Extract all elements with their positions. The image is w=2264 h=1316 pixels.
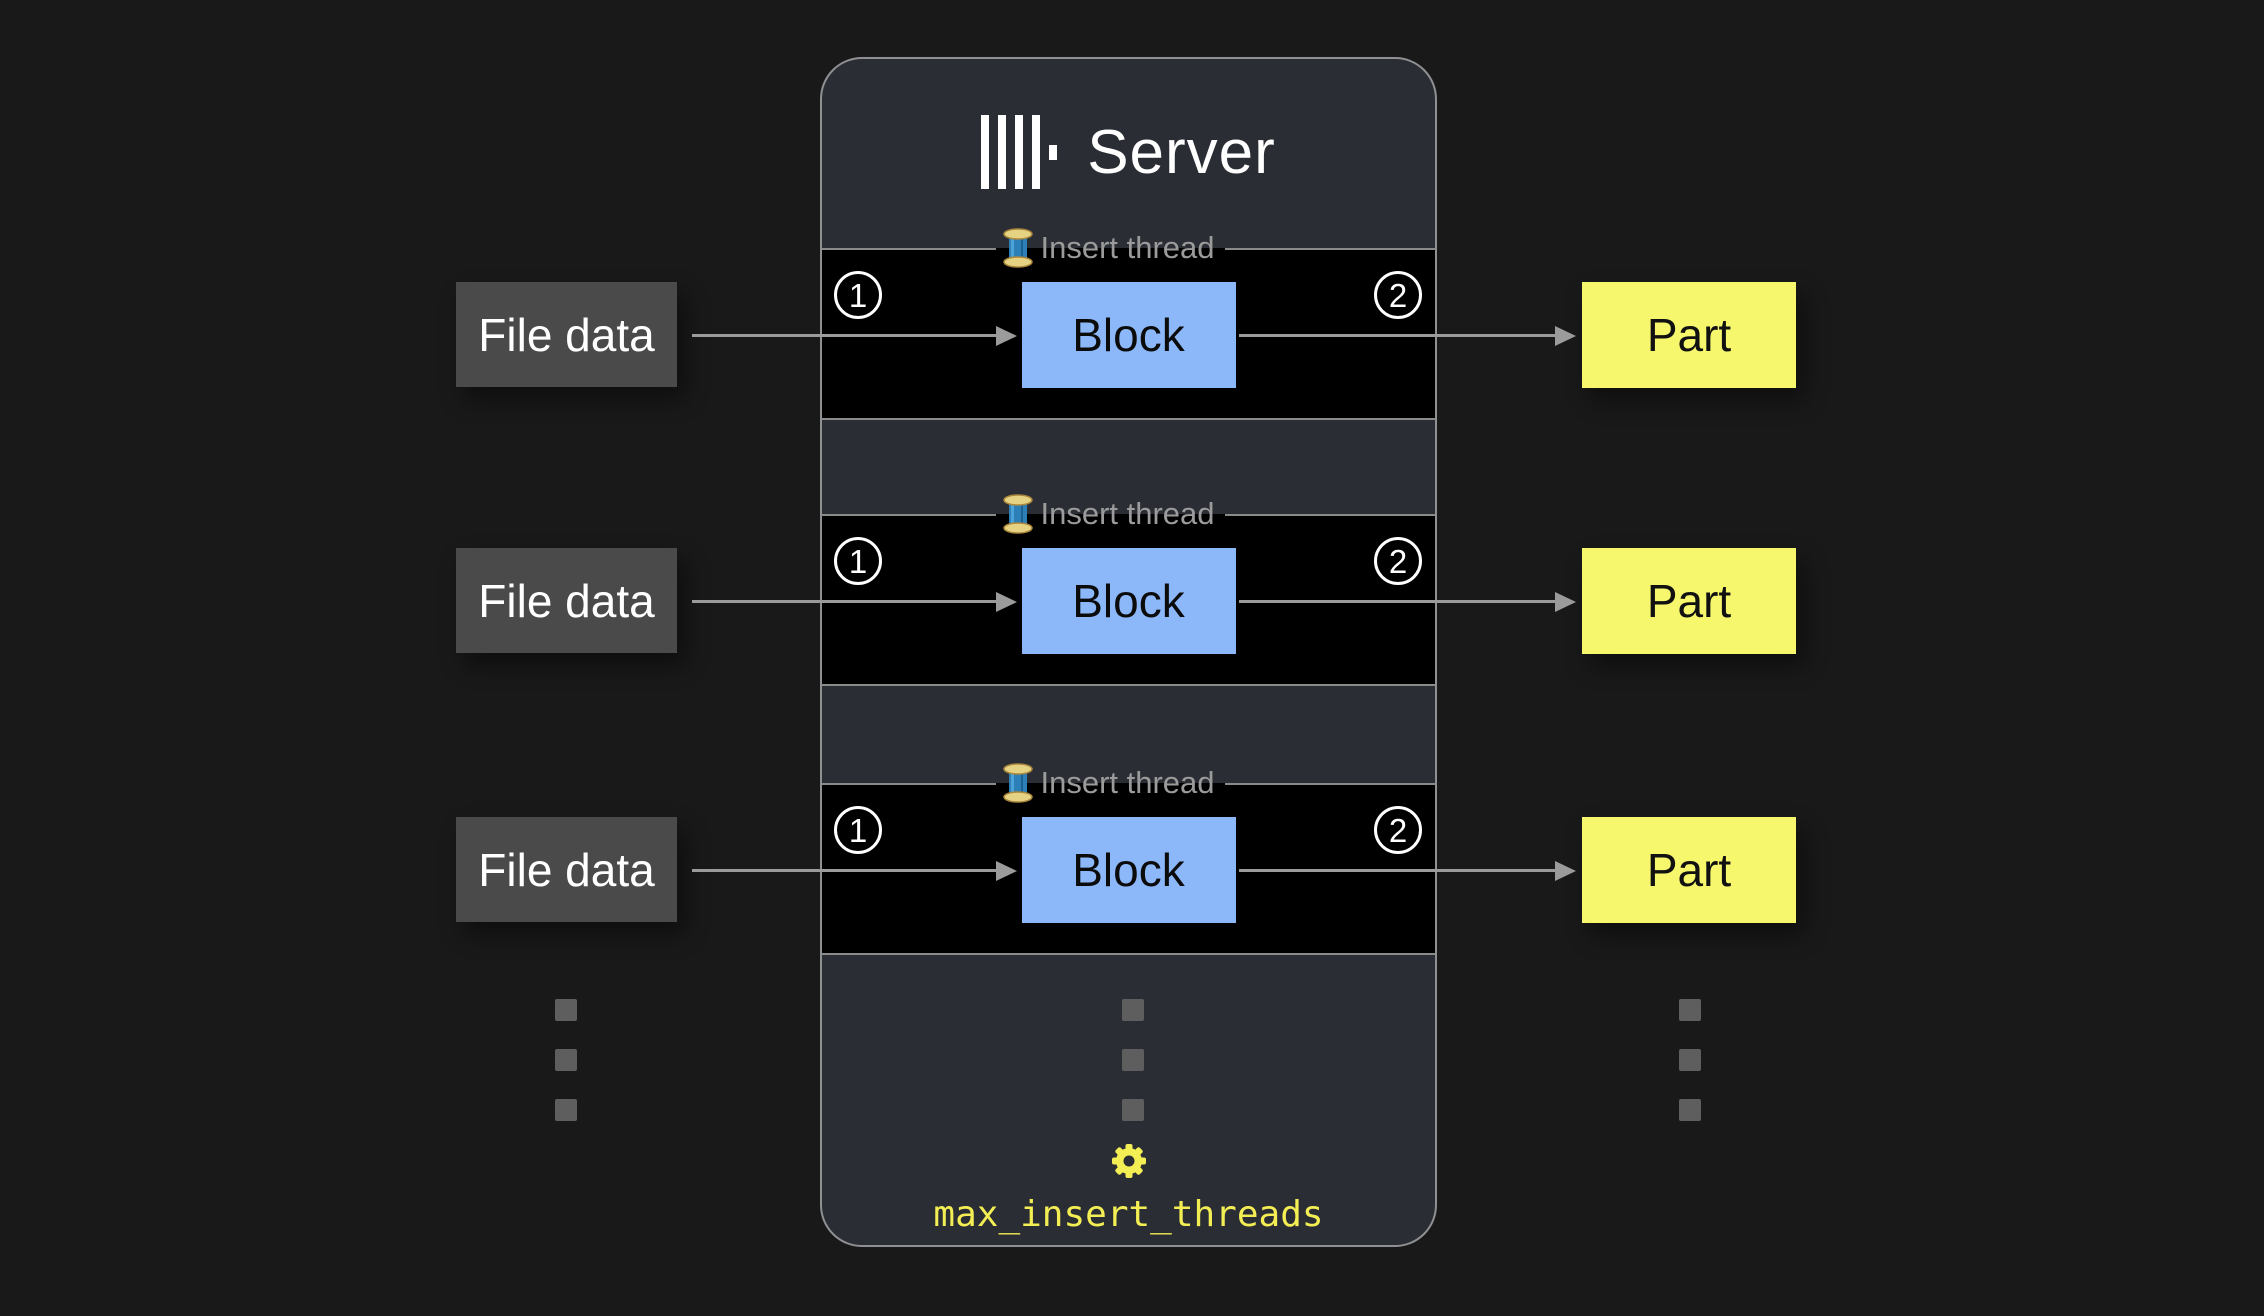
ellipsis-dot — [1122, 1099, 1144, 1121]
ellipsis-file-column — [555, 999, 577, 1149]
server-header: Server — [822, 59, 1435, 245]
arrow-block-to-part — [1239, 600, 1556, 603]
insert-thread-legend: Insert thread — [822, 761, 1435, 805]
ellipsis-dot — [1122, 999, 1144, 1021]
step-1-badge: 1 — [834, 806, 882, 854]
ellipsis-dot — [555, 999, 577, 1021]
file-data-node: File data — [456, 282, 677, 387]
file-data-node: File data — [456, 548, 677, 653]
insert-thread-label: Insert thread — [1040, 496, 1215, 531]
ellipsis-dot — [1679, 1049, 1701, 1071]
step-2-badge: 2 — [1374, 271, 1422, 319]
arrow-block-to-part — [1239, 869, 1556, 872]
ellipsis-dot — [555, 1099, 577, 1121]
part-node: Part — [1582, 548, 1796, 654]
step-2-badge: 2 — [1374, 806, 1422, 854]
block-node: Block — [1021, 282, 1236, 388]
ellipsis-dot — [1122, 1049, 1144, 1071]
step-2-badge: 2 — [1374, 537, 1422, 585]
ellipsis-part-column — [1679, 999, 1701, 1149]
step-1-badge: 1 — [834, 537, 882, 585]
ellipsis-dot — [555, 1049, 577, 1071]
part-node: Part — [1582, 282, 1796, 388]
ellipsis-dot — [1679, 1099, 1701, 1121]
block-node: Block — [1021, 817, 1236, 923]
thread-spool-icon — [1003, 763, 1034, 803]
thread-spool-icon — [1003, 494, 1034, 534]
step-1-badge: 1 — [834, 271, 882, 319]
server-title: Server — [1087, 117, 1276, 187]
arrow-file-to-block — [692, 600, 997, 603]
file-data-node: File data — [456, 817, 677, 922]
gear-icon — [1111, 1144, 1146, 1178]
ellipsis-thread-column — [1122, 999, 1144, 1149]
ellipsis-dot — [1679, 999, 1701, 1021]
insert-thread-legend: Insert thread — [822, 492, 1435, 536]
max-insert-threads-setting: max_insert_threads — [933, 1194, 1324, 1235]
arrow-file-to-block — [692, 869, 997, 872]
arrow-block-to-part — [1239, 334, 1556, 337]
insert-thread-label: Insert thread — [1040, 765, 1215, 800]
arrow-file-to-block — [692, 334, 997, 337]
clickhouse-logo-icon — [981, 115, 1058, 189]
block-node: Block — [1021, 548, 1236, 654]
part-node: Part — [1582, 817, 1796, 923]
